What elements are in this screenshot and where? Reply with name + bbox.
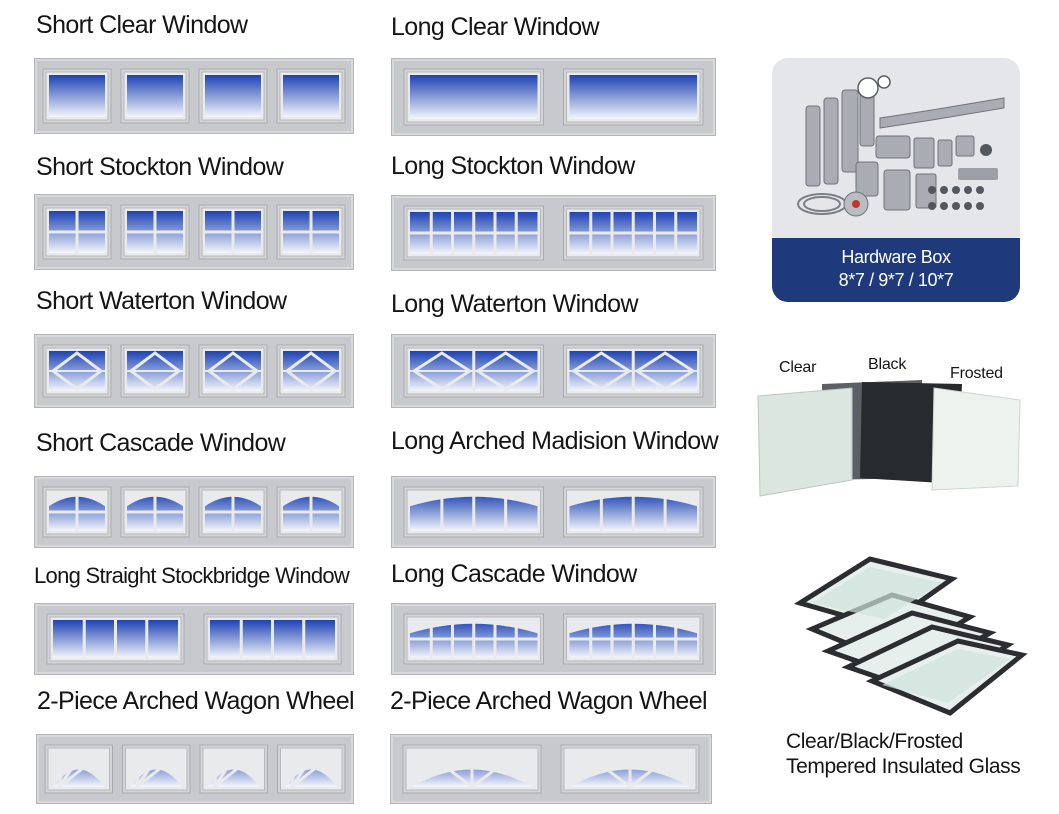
window-section: [403, 205, 544, 261]
window-section: [563, 486, 704, 538]
window-panel-drawing: [403, 486, 704, 538]
window-section: [403, 613, 544, 665]
window-panel-drawing: [403, 68, 704, 126]
short-clear-window-panel: [34, 58, 354, 134]
window-section: [42, 204, 112, 260]
short-arched-wagon-wheel-title: 2-Piece Arched Wagon Wheel: [37, 687, 355, 715]
window-section: [403, 68, 544, 126]
window-section: [122, 744, 191, 794]
hardware-box-title: Hardware Box: [841, 247, 951, 267]
window-section: [44, 744, 113, 794]
long-cascade-window-title: Long Cascade Window: [391, 560, 637, 588]
hardware-box-card: Hardware Box 8*7 / 9*7 / 10*7: [772, 58, 1020, 302]
short-waterton-window-title: Short Waterton Window: [36, 287, 287, 315]
glass-caption: Clear/Black/Frosted Tempered Insulated G…: [786, 729, 1021, 779]
window-section: [46, 613, 185, 665]
long-straight-stockbridge-window-title: Long Straight Stockbridge Window: [34, 563, 350, 588]
long-waterton-window-title: Long Waterton Window: [391, 290, 639, 318]
long-arched-wagon-wheel-title: 2-Piece Arched Wagon Wheel: [390, 687, 708, 715]
window-panel-drawing: [42, 344, 346, 398]
window-section: [276, 486, 346, 538]
window-section: [198, 68, 268, 124]
short-clear-window-title: Short Clear Window: [36, 11, 248, 39]
window-section: [403, 486, 544, 538]
long-waterton-window-panel: [391, 334, 716, 408]
window-section: [563, 613, 704, 665]
window-section: [42, 344, 112, 398]
window-section: [203, 613, 342, 665]
glass-samples-image: [757, 380, 1021, 497]
window-section: [276, 204, 346, 260]
frosted-glass-sheet: [931, 387, 1021, 491]
short-arched-wagon-wheel-panel: [36, 734, 354, 804]
glass-black-label: Black: [868, 356, 907, 373]
window-panel-drawing: [46, 613, 342, 665]
short-stockton-window-title: Short Stockton Window: [36, 153, 284, 181]
long-cascade-window-panel: [391, 603, 716, 675]
window-panel-drawing: [42, 486, 346, 538]
clear-glass-sheet: [757, 387, 853, 497]
hardware-parts-image: [797, 75, 1005, 217]
short-stockton-window-panel: [34, 194, 354, 270]
insulated-glass-stack-image: [793, 556, 1028, 716]
window-section: [563, 344, 704, 398]
window-section: [560, 744, 700, 794]
short-cascade-window-title: Short Cascade Window: [36, 429, 286, 457]
window-section: [563, 68, 704, 126]
window-panel-drawing: [403, 344, 704, 398]
window-section: [120, 204, 190, 260]
window-panel-drawing: [42, 204, 346, 260]
window-section: [42, 68, 112, 124]
glass-caption-line1: Clear/Black/Frosted: [786, 730, 963, 753]
glass-caption-line2: Tempered Insulated Glass: [786, 755, 1021, 778]
hardware-box-sizes: 8*7 / 9*7 / 10*7: [838, 270, 954, 290]
window-section: [42, 486, 112, 538]
glass-clear-label: Clear: [779, 359, 817, 376]
window-panel-drawing: [44, 744, 346, 794]
window-section: [198, 486, 268, 538]
long-stockton-window-title: Long Stockton Window: [391, 152, 635, 180]
window-section: [199, 744, 268, 794]
window-section: [198, 344, 268, 398]
window-section: [120, 68, 190, 124]
window-section: [120, 344, 190, 398]
window-panel-drawing: [42, 68, 346, 124]
long-arched-madision-window-panel: [391, 476, 716, 548]
window-panel-drawing: [403, 613, 704, 665]
long-clear-window-title: Long Clear Window: [391, 13, 600, 41]
window-section: [402, 744, 542, 794]
window-section: [120, 486, 190, 538]
short-cascade-window-panel: [34, 476, 354, 548]
window-section: [403, 344, 544, 398]
long-stockton-window-panel: [391, 195, 716, 271]
window-panel-drawing: [403, 205, 704, 261]
window-section: [277, 744, 346, 794]
window-panel-drawing: [402, 744, 700, 794]
long-straight-stockbridge-window-panel: [34, 603, 354, 675]
window-section: [276, 68, 346, 124]
long-clear-window-panel: [391, 58, 716, 136]
short-waterton-window-panel: [34, 334, 354, 408]
long-arched-madision-window-title: Long Arched Madision Window: [391, 427, 719, 455]
window-section: [563, 205, 704, 261]
long-arched-wagon-wheel-panel: [390, 734, 712, 804]
window-section: [198, 204, 268, 260]
glass-frosted-label: Frosted: [950, 365, 1003, 382]
window-section: [276, 344, 346, 398]
hardware-box-band: Hardware Box 8*7 / 9*7 / 10*7: [772, 238, 1020, 302]
